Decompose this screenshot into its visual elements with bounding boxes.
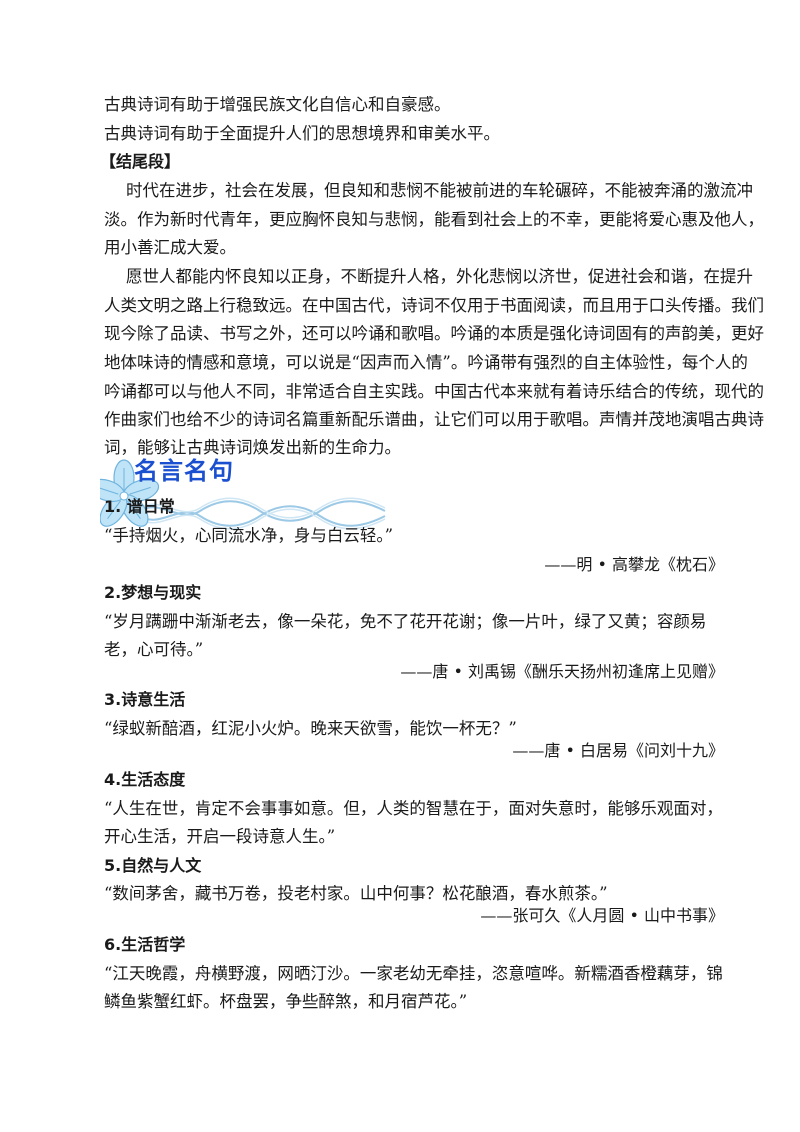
quote-source: ——张可久《人月圆 • 山中书事》 [480, 906, 724, 925]
ending-para2-line: 人类文明之路上行稳致远。在中国古代，诗词不仅用于书面阅读，而且用于口头传播。我们 [104, 296, 764, 315]
quote-text-line: “人生在世，肯定不会事事如意。但，人类的智慧在于，面对失意时，能够乐观面对， [104, 799, 723, 818]
intro-line-1: 古典诗词有助于增强民族文化自信心和自豪感。 [104, 95, 451, 114]
ending-para2-line: 地体味诗的情感和意境，可以说是“因声而入情”。吟诵带有强烈的自主体验性，每个人的 [104, 353, 748, 372]
ending-para2-line: 作曲家们也给不少的诗词名篇重新配乐谱曲，让它们可以用于歌唱。声情并茂地演唱古典诗 [104, 410, 764, 429]
quote-text-line: “数间茅舍，藏书万卷，投老村家。山中何事？松花酿酒，春水煎茶。” [104, 884, 608, 903]
ending-para2-line: 词，能够让古典诗词焕发出新的生命力。 [104, 438, 401, 457]
quote-item-title: 3.诗意生活 [104, 690, 186, 709]
quote-text-line: 开心生活，开启一段诗意人生。” [104, 827, 336, 846]
ending-para2-line: 愿世人都能内怀良知以正身，不断提升人格，外化悲悯以济世，促进社会和谐，在提升 [126, 267, 753, 286]
wave-ribbon-icon [139, 497, 386, 530]
quote-item-title: 2.梦想与现实 [104, 583, 202, 602]
ending-para2-line: 吟诵都可以与他人不同，非常适合自主实践。中国古代本来就有着诗乐结合的传统，现代的 [104, 382, 764, 401]
ending-heading: 【结尾段】 [100, 152, 181, 171]
quotes-section-title: 名言名句 [134, 457, 234, 485]
quote-item-title: 5.自然与人文 [104, 856, 202, 875]
quote-source: ——明 • 高攀龙《枕石》 [544, 555, 724, 574]
flower-icon [100, 459, 160, 527]
ending-para1-line: 时代在进步，社会在发展，但良知和悲悯不能被前进的车轮碾碎，不能被奔涌的激流冲 [126, 181, 753, 200]
ending-para2-line: 现今除了品读、书写之外，还可以吟诵和歌唱。吟诵的本质是强化诗词固有的声韵美，更好 [104, 324, 764, 343]
quote-text-line: “岁月蹒跚中渐渐老去，像一朵花，免不了花开花谢；像一片叶，绿了又黄；容颜易 [104, 612, 707, 631]
intro-line-2: 古典诗词有助于全面提升人们的思想境界和审美水平。 [104, 124, 500, 143]
quote-item-title: 6.生活哲学 [104, 935, 186, 954]
quote-text-line: 鳞鱼紫蟹红虾。杯盘罢，争些醉煞，和月宿芦花。” [104, 992, 468, 1011]
quote-item-title: 4.生活态度 [104, 770, 186, 789]
quote-text-line: “绿蚁新醅酒，红泥小火炉。晚来天欲雪，能饮一杯无？” [104, 719, 517, 738]
quote-text-line: 老，心可待。” [104, 640, 204, 659]
quote-item-title: 1. 谱日常 [104, 497, 175, 516]
ending-para1-line: 用小善汇成大爱。 [104, 238, 236, 257]
quote-text-line: “手持烟火，心同流水净，身与白云轻。” [104, 526, 394, 545]
ending-para1-line: 淡。作为新时代青年，更应胸怀良知与悲悯，能看到社会上的不幸，更能将爱心惠及他人， [104, 210, 764, 229]
quote-source: ——唐 • 刘禹锡《酬乐天扬州初逢席上见赠》 [400, 662, 724, 681]
quote-source: ——唐 • 白居易《问刘十九》 [512, 741, 724, 760]
quotes-heading-decoration [100, 459, 386, 530]
quote-text-line: “江天晚霞，舟横野渡，网晒汀沙。一家老幼无牵挂，恣意喧哗。新糯酒香橙藕芽，锦 [104, 964, 723, 983]
